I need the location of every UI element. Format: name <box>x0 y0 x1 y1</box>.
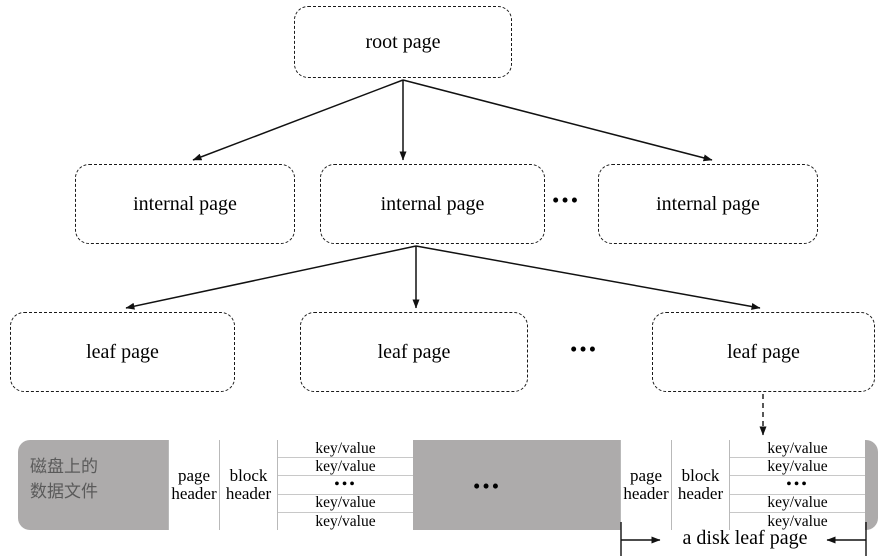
disk-block-0-row-ellipsis: ••• <box>278 476 413 495</box>
node-internal-page-2-label: internal page <box>656 193 760 215</box>
node-leaf-page-0-label: leaf page <box>86 341 159 363</box>
disk-block-0-page-header: page header <box>168 440 220 530</box>
arrow-internal-to-leaf-0 <box>125 245 417 310</box>
disk-block-1-row-3: key/value <box>730 495 865 513</box>
arrow-root-to-internal-0 <box>192 79 404 161</box>
disk-block-0-page-header-line2: header <box>171 484 217 503</box>
node-leaf-page-2-label: leaf page <box>727 341 800 363</box>
node-internal-page-0[interactable]: internal page <box>75 164 295 244</box>
arrow-group-internal-to-leaf <box>125 245 761 310</box>
disk-block-0-row-3: key/value <box>278 495 413 513</box>
disk-block-0-row-1: key/value <box>278 458 413 477</box>
disk-block-0-row-4: key/value <box>315 512 376 530</box>
disk-block-1-row-0: key/value <box>730 440 865 459</box>
disk-block-1-page-header-line2: header <box>623 484 669 503</box>
internal-row-ellipsis: ••• <box>552 188 581 212</box>
disk-block-1-row-ellipsis: ••• <box>730 476 865 495</box>
disk-block-1-block-header-line2: header <box>677 484 724 503</box>
disk-block-0-keyvalue-stack: key/value key/value ••• key/value key/va… <box>278 440 413 530</box>
disk-block-0-page-header-line1: page <box>177 466 211 486</box>
node-leaf-page-2[interactable]: leaf page <box>652 312 875 392</box>
node-internal-page-1[interactable]: internal page <box>320 164 545 244</box>
arrow-internal-to-leaf-2 <box>415 245 761 310</box>
disk-file-label-line2: 数据文件 <box>30 481 98 502</box>
disk-block-1-block-header-line1: block <box>681 466 720 486</box>
disk-block-1-page-header-line1: page <box>629 466 663 486</box>
disk-block-1-row-1: key/value <box>730 458 865 477</box>
arrow-group-root-to-internal <box>192 79 713 162</box>
node-internal-page-1-label: internal page <box>380 193 485 215</box>
node-leaf-page-0[interactable]: leaf page <box>10 312 235 392</box>
leaf-row-ellipsis: ••• <box>570 337 599 361</box>
disk-block-0-block-header-line1: block <box>229 466 268 486</box>
node-root-page-label: root page <box>365 31 441 53</box>
disk-file-label-line1: 磁盘上的 <box>30 457 98 477</box>
disk-block-0-block-header: block header <box>220 440 278 530</box>
disk-middle-ellipsis: ••• <box>473 474 502 498</box>
disk-block-1-block-header: block header <box>672 440 730 530</box>
node-leaf-page-1-label: leaf page <box>377 341 451 363</box>
node-internal-page-2[interactable]: internal page <box>598 164 818 244</box>
arrow-root-to-internal-2 <box>402 79 713 162</box>
node-root-page[interactable]: root page <box>294 6 512 78</box>
disk-leaf-page-caption: a disk leaf page <box>682 527 808 549</box>
node-internal-page-0-label: internal page <box>133 193 237 215</box>
disk-block-0-block-header-line2: header <box>225 484 272 503</box>
disk-block-1-page-header: page header <box>620 440 672 530</box>
disk-file-label: 磁盘上的 数据文件 <box>30 455 165 504</box>
disk-block-1-keyvalue-stack: key/value key/value ••• key/value key/va… <box>730 440 865 530</box>
node-leaf-page-1[interactable]: leaf page <box>300 312 528 392</box>
disk-block-0-row-0: key/value <box>278 440 413 459</box>
disk-block-1-row-4: key/value <box>767 512 828 530</box>
